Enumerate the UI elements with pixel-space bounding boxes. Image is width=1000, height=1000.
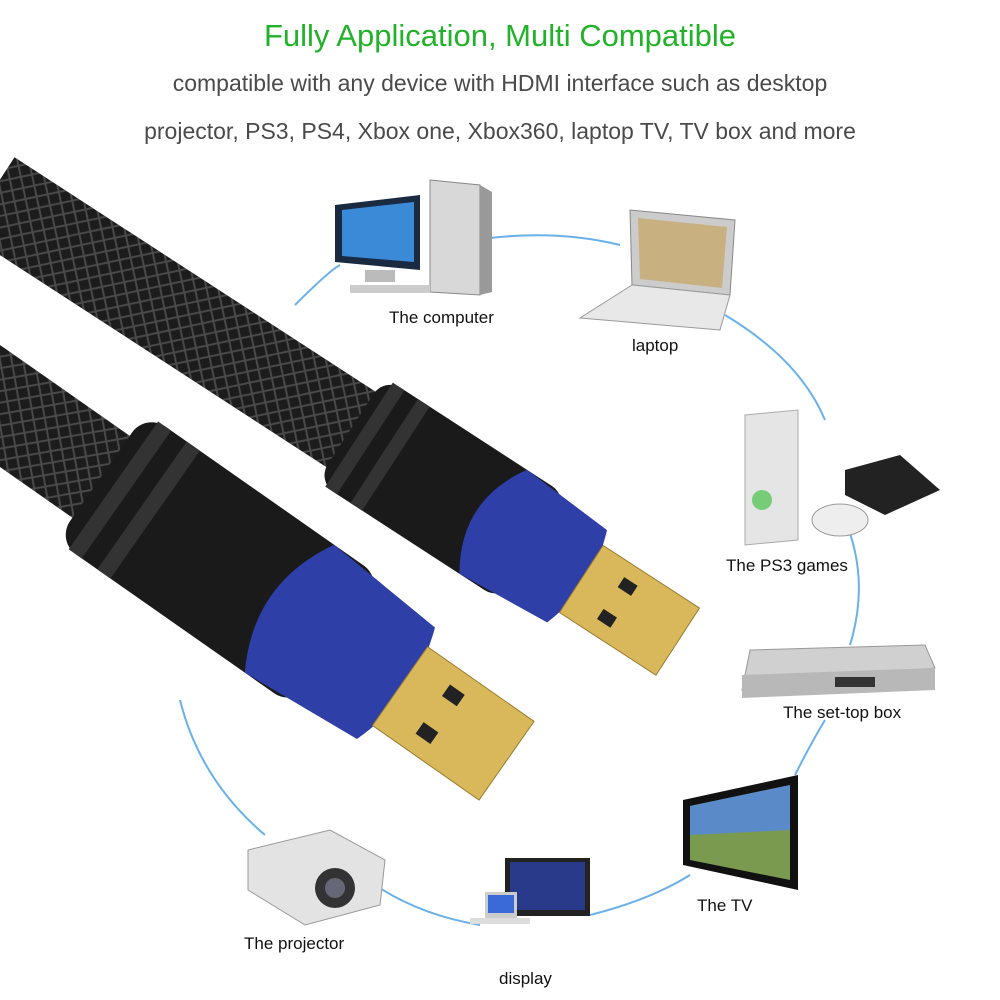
ps3-console-image: [744, 409, 940, 546]
subtitle-line-1: compatible with any device with HDMI int…: [172, 70, 828, 96]
projector-image: [247, 829, 386, 926]
hdmi-cable-front: [0, 344, 535, 801]
settop-box-image: [741, 644, 936, 698]
tv-image: [683, 775, 798, 890]
subtitle-line-2: projector, PS3, PS4, Xbox one, Xbox360, …: [144, 118, 856, 144]
label-ps3: The PS3 games: [726, 556, 848, 575]
label-display: display: [499, 969, 552, 988]
label-tv: The TV: [697, 896, 753, 915]
laptop-image: [578, 209, 736, 331]
hdmi-cable-back: [0, 157, 701, 676]
computer-image: [335, 179, 492, 296]
label-settop-box: The set-top box: [783, 703, 902, 722]
label-computer: The computer: [389, 308, 494, 327]
page-title: Fully Application, Multi Compatible: [263, 18, 737, 53]
label-laptop: laptop: [632, 336, 679, 355]
display-image: [470, 858, 590, 924]
connection-arc: [179, 234, 860, 926]
label-projector: The projector: [244, 934, 345, 953]
